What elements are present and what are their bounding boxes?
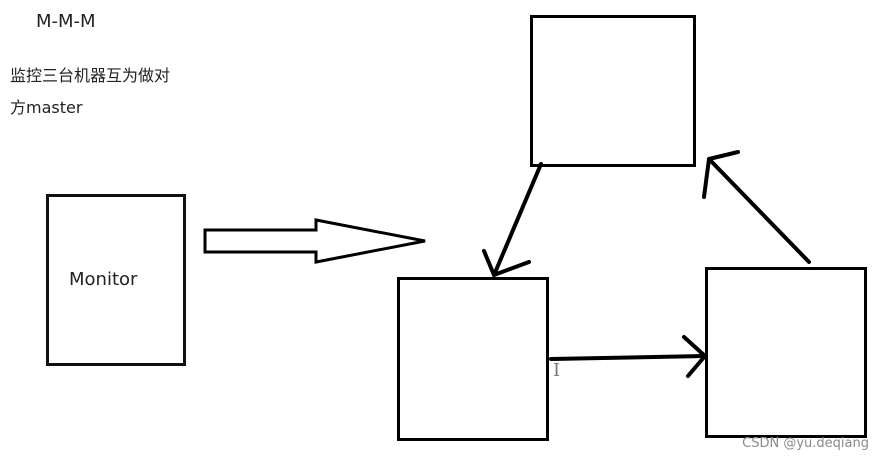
diagram-description: 监控三台机器互为做对 方master <box>10 60 240 124</box>
arrow-left-to-right <box>549 354 707 361</box>
arrowhead-right-to-top <box>702 150 740 199</box>
arrowhead-top-to-left <box>482 249 531 277</box>
master-node-right <box>705 267 867 438</box>
master-node-top <box>530 15 696 167</box>
master-node-left <box>397 277 549 441</box>
description-line-1: 监控三台机器互为做对 <box>10 66 171 85</box>
monitor-label: Monitor <box>69 269 138 290</box>
monitor-block-arrow <box>203 218 426 264</box>
arrow-right-to-top <box>707 157 811 264</box>
arrow-top-to-left <box>492 162 543 277</box>
description-line-2: 方master <box>10 98 83 117</box>
monitor-box: Monitor <box>46 194 186 366</box>
arrowhead-left-to-right <box>682 335 707 378</box>
text-cursor-icon: I <box>553 360 561 381</box>
watermark: CSDN @yu.deqiang <box>742 436 869 451</box>
diagram-title: M-M-M <box>36 11 96 32</box>
